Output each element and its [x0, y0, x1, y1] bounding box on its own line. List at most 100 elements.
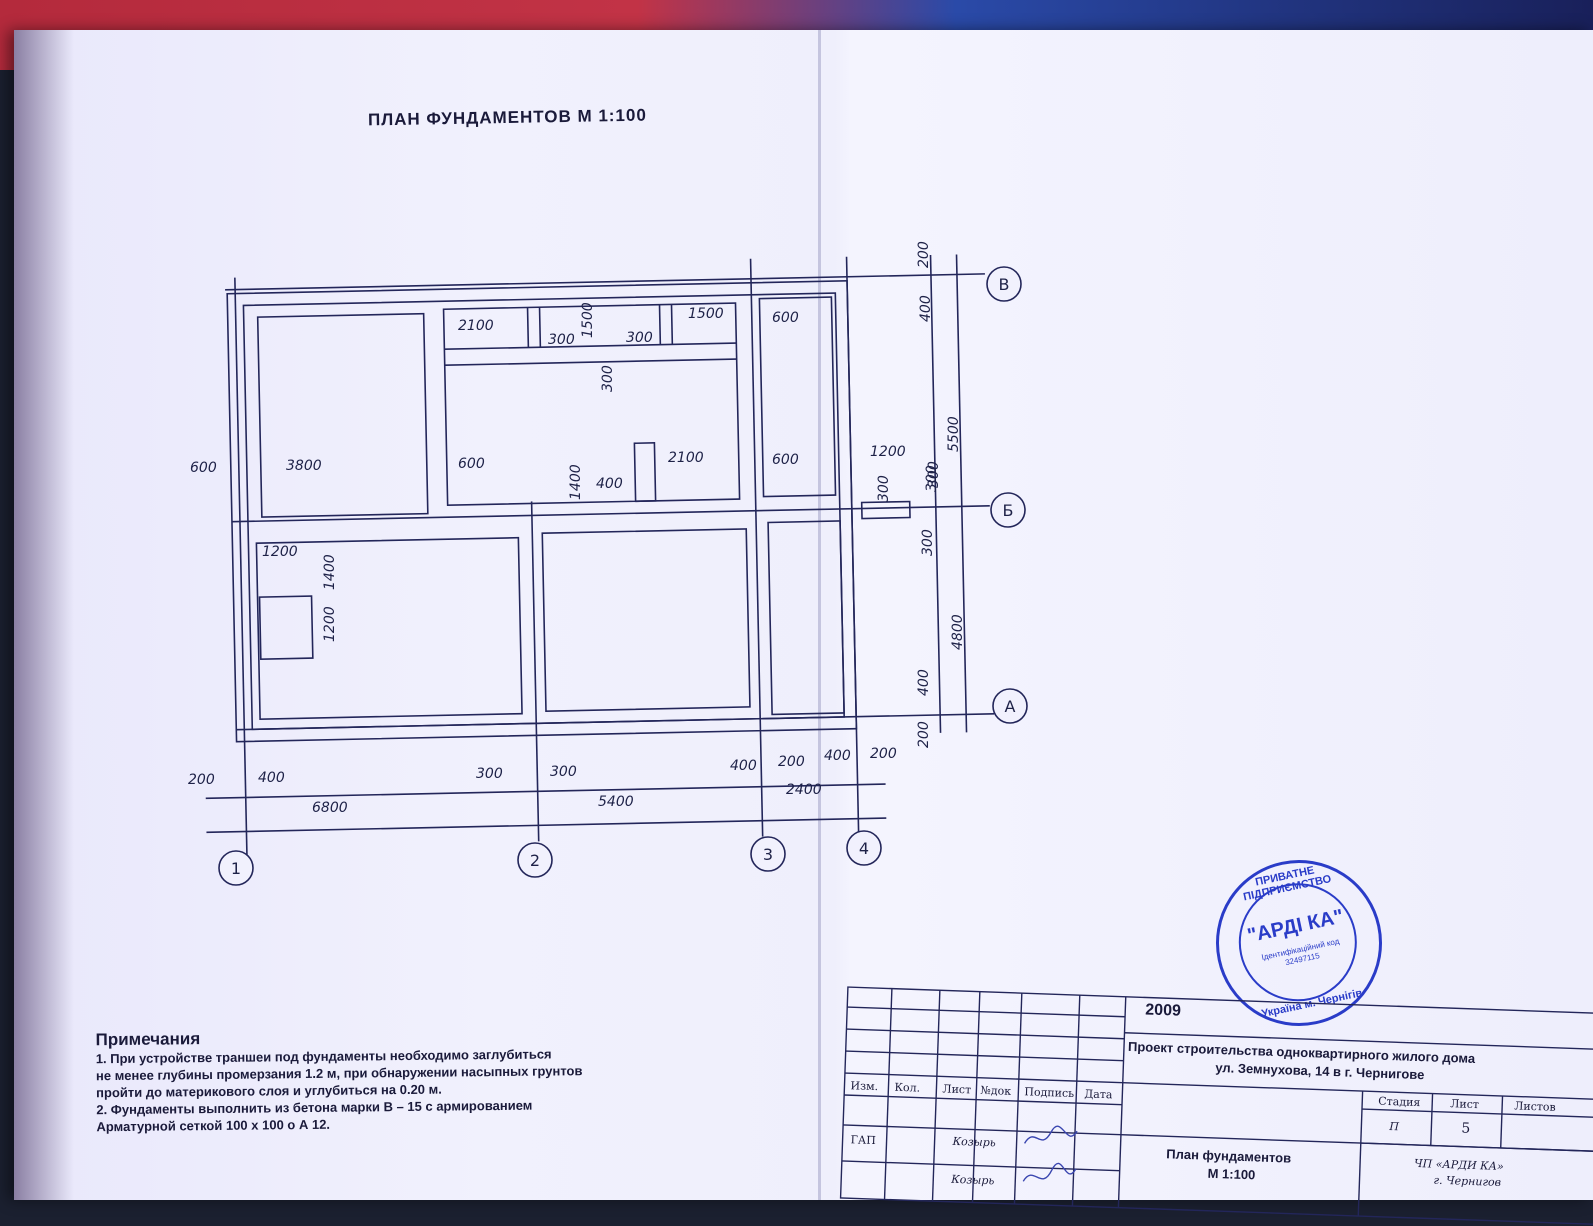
dim-label: 400 [258, 770, 285, 786]
axis-marker-b [990, 492, 1026, 528]
dim-label: 6800 [312, 800, 348, 816]
tb-role: ГАП [850, 1133, 877, 1148]
axis-label-4: 4 [859, 839, 869, 858]
axis-marker-3 [750, 836, 786, 872]
signature-icon [1022, 1125, 1078, 1182]
axis-line-2 [530, 501, 540, 842]
bottom-dimension-line [206, 817, 887, 834]
axis-line-a [236, 712, 995, 731]
tb-header: Кол. [894, 1080, 921, 1095]
axis-marker-4 [846, 830, 882, 866]
dim-label: 1500 [688, 306, 724, 322]
sheet-shadow [14, 30, 74, 1200]
axis-marker-2 [517, 842, 553, 878]
porch-footing [860, 500, 911, 520]
tb-header: Лист [942, 1082, 972, 1097]
dim-label: 300 [476, 766, 503, 782]
dim-label: 200 [916, 721, 932, 748]
page-fold [818, 30, 821, 1200]
dim-label: 300 [876, 475, 892, 502]
axis-label-1: 1 [231, 859, 241, 878]
axis-label-3: 3 [763, 845, 773, 864]
dim-label: 600 [772, 452, 799, 468]
tb-year: 2009 [1145, 1001, 1182, 1020]
dim-label: 1400 [568, 464, 584, 500]
dim-label: 600 [190, 460, 217, 476]
dim-label: 400 [918, 295, 934, 322]
room-outline [767, 520, 845, 716]
dim-label: 2100 [458, 318, 494, 334]
dim-label: 200 [916, 241, 932, 268]
dim-label: 300 [550, 764, 577, 780]
column-pad [633, 442, 657, 503]
internal-strip [444, 342, 737, 351]
drawing-sheet [14, 30, 1593, 1200]
room-outline [541, 528, 751, 712]
tb-header: Подпись [1024, 1085, 1075, 1101]
room-outline [255, 536, 523, 720]
foundation-plan: 1 2 3 4 А Б В 6800 5400 2400 200 400 300… [188, 241, 1028, 886]
dim-label: 400 [916, 669, 932, 696]
title-block-grid [839, 986, 1593, 1226]
tb-sheets-label: Листов [1513, 1099, 1556, 1114]
column-pad [258, 595, 314, 660]
axis-label-b: Б [1003, 501, 1014, 520]
dim-label: 1400 [322, 554, 338, 590]
dim-label: 200 [870, 746, 897, 762]
axis-marker-a [992, 688, 1028, 724]
tb-header: №док [980, 1083, 1012, 1098]
axis-label-a: А [1005, 697, 1016, 716]
dim-label: 600 [458, 456, 485, 472]
right-dimension-line [955, 254, 968, 733]
axis-line-3 [749, 258, 764, 837]
dim-label: 300 [548, 332, 575, 348]
internal-strip [526, 307, 530, 348]
dim-label: 1500 [580, 302, 596, 338]
title-block: 2009 Проект строительства одноквартирног… [838, 985, 1593, 1226]
internal-strip [658, 304, 662, 345]
dim-label: 5500 [946, 416, 962, 452]
axis-label-v: В [999, 275, 1010, 294]
axis-line-1 [234, 277, 248, 858]
notes-block: Примечания 1. При устройстве траншеи под… [95, 1023, 716, 1135]
tb-stage-label: Стадия [1378, 1094, 1421, 1110]
dim-label: 400 [730, 758, 757, 774]
dim-label: 300 [600, 365, 616, 392]
dim-label: 200 [188, 772, 215, 788]
tb-person-name: Козырь [952, 1134, 996, 1150]
internal-strip [444, 358, 737, 367]
axis-marker-1 [218, 850, 254, 886]
dim-label: 300 [920, 529, 936, 556]
right-offset-line [929, 255, 942, 733]
dim-label: 5400 [598, 794, 634, 810]
tb-company-line2: г. Чернигов [1433, 1173, 1502, 1189]
dim-label: 400 [596, 476, 623, 492]
tb-header: Дата [1084, 1087, 1113, 1102]
dim-label: 600 [772, 310, 799, 326]
axis-marker-v [986, 266, 1022, 302]
room-outline [442, 302, 741, 507]
dim-label: 4800 [950, 614, 966, 650]
tb-sheet-title-line2: М 1:100 [1207, 1165, 1256, 1183]
axis-label-2: 2 [530, 851, 540, 870]
dim-label: 1200 [262, 544, 298, 560]
axis-line-b [231, 505, 990, 523]
axis-line-4 [845, 256, 860, 835]
room-outline [758, 296, 837, 498]
tb-header: Изм. [850, 1079, 879, 1094]
tb-sheet-value: 5 [1461, 1120, 1471, 1137]
tb-sheet-label: Лист [1450, 1097, 1480, 1112]
dim-label: 2100 [668, 450, 704, 466]
dim-label: 200 [778, 754, 805, 770]
internal-strip [670, 304, 674, 345]
bottom-offset-line [205, 783, 886, 800]
axis-line-v [225, 273, 985, 291]
dim-label: 300 [926, 461, 942, 488]
dim-label: 400 [824, 748, 851, 764]
dim-label: 300 [924, 465, 940, 492]
internal-strip [538, 307, 542, 348]
dim-label: 2400 [786, 782, 822, 798]
tb-person-name: Козырь [951, 1172, 995, 1188]
dim-label: 300 [626, 330, 653, 346]
dim-label: 1200 [322, 606, 338, 642]
